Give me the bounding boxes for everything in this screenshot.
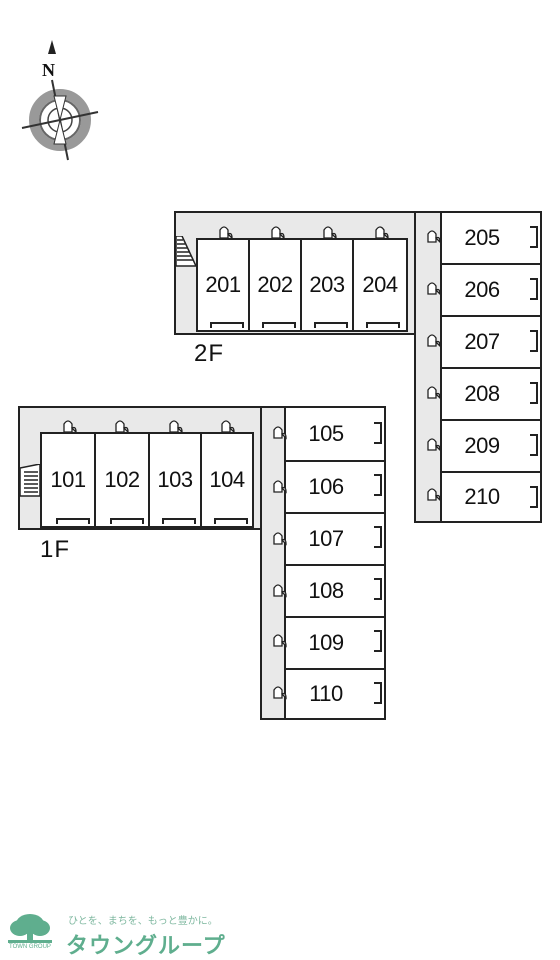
door-icon bbox=[63, 420, 77, 434]
door-icon bbox=[427, 488, 441, 502]
unit-109: 109 bbox=[284, 616, 386, 670]
footer-tagline: ひとを、まちを、もっと豊かに。 bbox=[68, 916, 218, 927]
tree-logo-icon bbox=[8, 914, 52, 943]
door-icon bbox=[273, 686, 287, 700]
balcony bbox=[374, 682, 382, 704]
unit-number: 202 bbox=[257, 272, 293, 297]
unit-208: 208 bbox=[440, 367, 542, 421]
unit-number: 106 bbox=[308, 474, 344, 499]
unit-number: 103 bbox=[157, 467, 193, 492]
unit-number: 102 bbox=[104, 467, 140, 492]
door-icon bbox=[273, 426, 287, 440]
unit-107: 107 bbox=[284, 512, 386, 566]
door-icon bbox=[427, 438, 441, 452]
unit-number: 210 bbox=[464, 484, 500, 509]
unit-number: 208 bbox=[464, 381, 500, 406]
door-icon bbox=[271, 226, 285, 240]
unit-number: 104 bbox=[209, 467, 245, 492]
door-icon bbox=[169, 420, 183, 434]
unit-103: 103 bbox=[148, 432, 202, 528]
balcony bbox=[262, 322, 296, 328]
unit-number: 207 bbox=[464, 329, 500, 354]
unit-110: 110 bbox=[284, 668, 386, 720]
door-icon bbox=[219, 226, 233, 240]
footer-brand: TOWN GROUP ひとを、まちを、もっと豊かに。 タウングループ bbox=[0, 900, 560, 960]
unit-203: 203 bbox=[300, 238, 354, 332]
balcony bbox=[530, 434, 538, 456]
unit-106: 106 bbox=[284, 460, 386, 514]
balcony bbox=[374, 474, 382, 496]
unit-207: 207 bbox=[440, 315, 542, 369]
unit-number: 107 bbox=[308, 526, 344, 551]
unit-number: 203 bbox=[309, 272, 345, 297]
balcony bbox=[374, 630, 382, 652]
unit-205: 205 bbox=[440, 211, 542, 265]
balcony bbox=[366, 322, 400, 328]
unit-102: 102 bbox=[94, 432, 150, 528]
door-icon bbox=[273, 634, 287, 648]
unit-number: 101 bbox=[50, 467, 86, 492]
compass-rose-icon bbox=[21, 40, 99, 161]
floor2-label: 2F bbox=[194, 340, 225, 367]
door-icon bbox=[427, 386, 441, 400]
balcony bbox=[110, 518, 144, 524]
floor1-label: 1F bbox=[40, 536, 71, 563]
unit-number: 206 bbox=[464, 277, 500, 302]
unit-number: 209 bbox=[464, 433, 500, 458]
door-icon bbox=[221, 420, 235, 434]
door-icon bbox=[115, 420, 129, 434]
unit-104: 104 bbox=[200, 432, 254, 528]
balcony bbox=[214, 518, 248, 524]
door-icon bbox=[273, 480, 287, 494]
footer-brand-name: タウングループ bbox=[66, 933, 226, 958]
logo-caption: TOWN GROUP bbox=[9, 944, 51, 950]
balcony bbox=[530, 330, 538, 352]
door-icon bbox=[273, 584, 287, 598]
balcony bbox=[314, 322, 348, 328]
unit-number: 205 bbox=[464, 225, 500, 250]
unit-number: 105 bbox=[308, 421, 344, 446]
town-group-logo: TOWN GROUP bbox=[4, 910, 56, 954]
balcony bbox=[530, 486, 538, 508]
door-icon bbox=[427, 334, 441, 348]
unit-210: 210 bbox=[440, 471, 542, 523]
unit-number: 109 bbox=[308, 630, 344, 655]
unit-206: 206 bbox=[440, 263, 542, 317]
balcony bbox=[374, 526, 382, 548]
unit-108: 108 bbox=[284, 564, 386, 618]
balcony bbox=[210, 322, 244, 328]
unit-105: 105 bbox=[284, 406, 386, 462]
balcony bbox=[162, 518, 196, 524]
compass-north-label: N bbox=[42, 60, 55, 80]
floor2-plan: 201 202 203 204 205 206 207 208 209 210 bbox=[174, 211, 542, 523]
door-icon bbox=[375, 226, 389, 240]
unit-number: 110 bbox=[309, 681, 343, 706]
balcony bbox=[530, 278, 538, 300]
floor1-stair-icon bbox=[20, 464, 41, 497]
balcony bbox=[530, 226, 538, 248]
balcony bbox=[374, 422, 382, 444]
balcony bbox=[56, 518, 90, 524]
door-icon bbox=[427, 230, 441, 244]
unit-202: 202 bbox=[248, 238, 302, 332]
unit-number: 201 bbox=[205, 272, 241, 297]
unit-101: 101 bbox=[40, 432, 96, 528]
door-icon bbox=[273, 532, 287, 546]
unit-number: 204 bbox=[362, 272, 398, 297]
door-icon bbox=[427, 282, 441, 296]
floor1-plan: 101 102 103 104 105 106 107 108 109 110 … bbox=[18, 406, 386, 720]
compass: N bbox=[18, 36, 102, 164]
balcony bbox=[374, 578, 382, 600]
unit-number: 108 bbox=[308, 578, 344, 603]
balcony bbox=[530, 382, 538, 404]
door-icon bbox=[323, 226, 337, 240]
unit-204: 204 bbox=[352, 238, 408, 332]
